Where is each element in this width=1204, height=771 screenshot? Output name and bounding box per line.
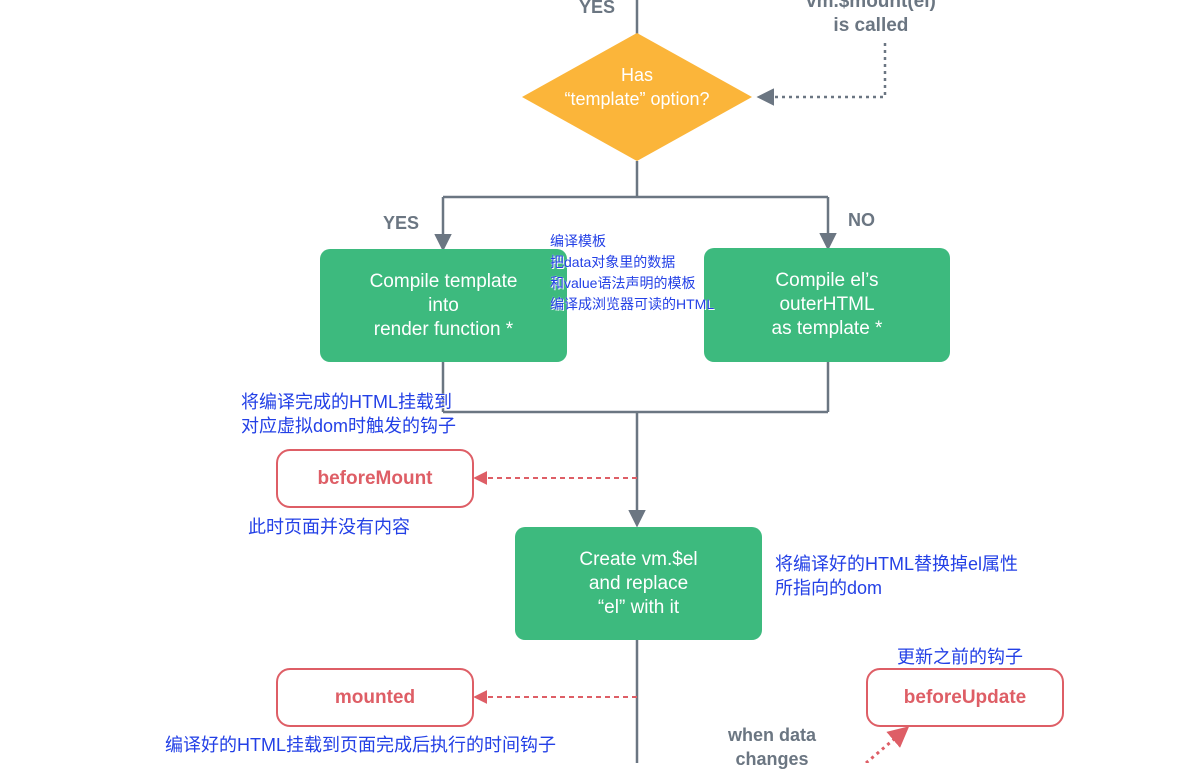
create-el-line-1: Create vm.$el [579,548,698,570]
mount-called-line-2: is called [833,15,909,36]
when-data-line-1: when data [728,725,817,745]
mount-called-text: vm.$mount(el) is called [806,0,936,38]
mount-called-line-1: vm.$mount(el) [806,0,936,12]
decision-line-2: “template” option? [564,89,710,109]
create-el-node: Create vm.$el and replace “el” with it [515,527,762,640]
create-el-note-line-1: 将编译好的HTML替换掉el属性 [775,554,1019,574]
before-mount-note-line-1: 将编译完成的HTML挂载到 [241,392,452,412]
compile-note-line-4: 编译成浏览器可读的HTML [550,296,715,312]
when-data-changes-label: when data changes [728,723,816,771]
create-el-line-2: and replace [588,572,689,594]
compile-template-line-1: Compile template [369,270,518,292]
before-mount-after-note: 此时页面并没有内容 [248,517,410,537]
compile-template-line-2: into [428,294,459,316]
compile-note-line-2: 把data对象里的数据 [550,254,676,270]
before-mount-note: 将编译完成的HTML挂载到 对应虚拟dom时触发的钩子 [241,390,456,438]
compile-template-note: 编译模板 把data对象里的数据 和value语法声明的模板 编译成浏览器可读的… [550,231,714,315]
create-el-note: 将编译好的HTML替换掉el属性 所指向的dom [775,552,1018,600]
before-update-hook: beforeUpdate [866,668,1064,727]
no-label: NO [848,210,875,230]
connector-mount-dotted [756,43,887,106]
yes-label: YES [383,213,420,233]
before-mount-note-line-2: 对应虚拟dom时触发的钩子 [241,416,457,436]
compile-el-line-3: as template * [771,318,883,339]
before-update-note: 更新之前的钩子 [897,647,1023,667]
compile-template-node: Compile template into render function * [320,249,567,362]
compile-template-line-3: render function * [373,318,514,340]
create-el-line-3: “el” with it [597,596,680,618]
connector-before-update-dotted [865,726,910,763]
create-el-note-line-2: 所指向的dom [775,578,883,598]
decision-text: Has “template” option? [537,63,737,111]
before-mount-hook: beforeMount [276,449,474,508]
compile-el-line-1: Compile el’s [775,270,879,291]
compile-note-line-1: 编译模板 [550,233,606,249]
decision-diamond [522,33,752,161]
decision-line-1: Has [620,65,653,85]
when-data-line-2: changes [735,749,809,769]
mounted-note: 编译好的HTML挂载到页面完成后执行的时间钩子 [165,735,556,755]
compile-note-line-3: 和value语法声明的模板 [550,275,696,291]
top-yes-label: YES [579,0,616,17]
mounted-hook: mounted [276,668,474,727]
compile-el-node: Compile el’s outerHTML as template * [704,248,950,362]
compile-el-line-2: outerHTML [779,294,875,315]
